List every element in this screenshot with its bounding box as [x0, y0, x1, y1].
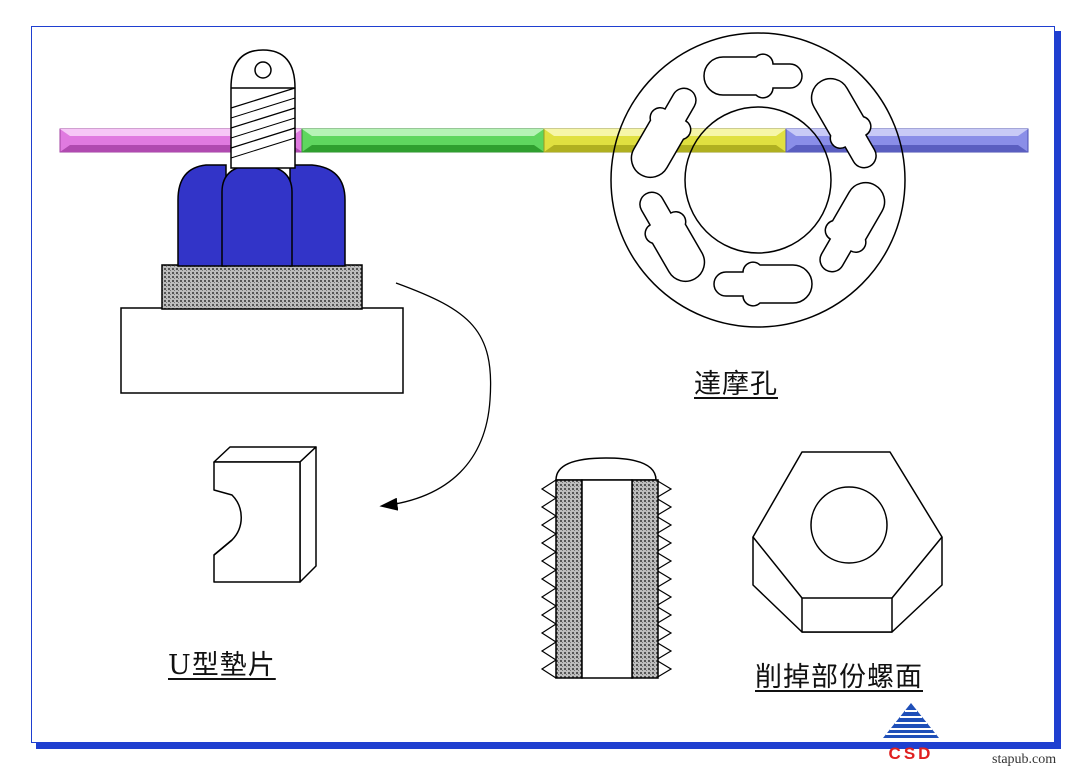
logo-text: CSD: [888, 744, 934, 763]
threaded-insert-section: [540, 457, 673, 679]
knurled-washer: [161, 264, 363, 310]
threaded-rod: [59, 128, 1029, 153]
dowel-hole-plate: [610, 32, 906, 328]
caption-cut-thread: 削掉部份螺面: [755, 662, 923, 693]
caption-dowel-hole: 達摩孔: [694, 369, 778, 400]
rod-segment-blue: [785, 128, 1029, 153]
blue-flange-nut: [177, 164, 346, 267]
keyhole-slots: [630, 53, 886, 307]
clamp-assembly: [120, 49, 404, 394]
watermark: stapub.com: [992, 752, 1057, 767]
hex-nut-cut-thread: [752, 451, 943, 633]
eye-bolt: [230, 49, 296, 169]
rod-segment-green: [301, 128, 545, 153]
u-washer-shape: [213, 446, 317, 583]
csd-logo: [883, 703, 939, 738]
caption-u-washer: U型墊片: [168, 650, 276, 681]
base-block: [120, 307, 404, 394]
curved-arrow: [379, 282, 492, 511]
